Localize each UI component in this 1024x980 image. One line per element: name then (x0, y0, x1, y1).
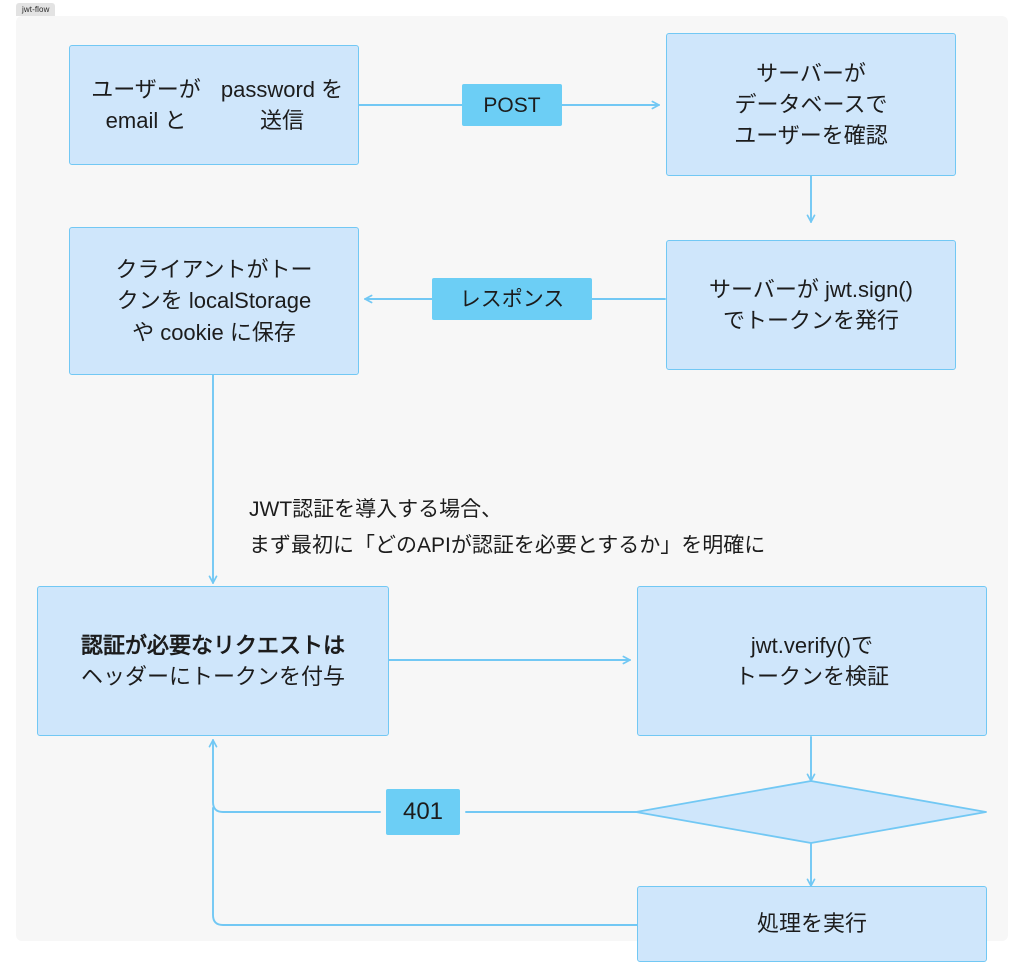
edge-n8-n5 (212, 807, 638, 926)
node-user-submit[interactable]: ユーザーが email と password を送信 (69, 45, 359, 165)
node-client-store-token-line-2: や cookie に保存 (132, 319, 296, 345)
node-user-submit-line-1: password を送信 (220, 76, 344, 133)
edge-n7-n5-b (208, 739, 381, 813)
node-jwt-verify-line-0: jwt.verify()で (750, 632, 874, 658)
decision-diamond-shape (635, 780, 987, 844)
node-auth-required-request[interactable]: 認証が必要なリクエストは ヘッダーにトークンを付与 (37, 586, 389, 736)
node-client-store-token-line-1: クンを localStorage (116, 288, 312, 314)
node-decision-diamond[interactable] (635, 780, 987, 844)
annotation-line-0: JWT認証を導入する場合、 (249, 498, 503, 521)
node-jwt-verify[interactable]: jwt.verify()で トークンを検証 (637, 586, 987, 736)
node-execute-process[interactable]: 処理を実行 (637, 886, 987, 962)
node-jwt-verify-line-1: トークンを検証 (734, 664, 889, 689)
node-auth-required-request-line-1: ヘッダーにトークンを付与 (80, 664, 345, 689)
node-server-verify-db-line-0: サーバーが (756, 60, 866, 86)
node-server-sign-token-line-1: でトークンを発行 (722, 308, 899, 333)
annotation-line-1: まず最初に「どのAPIが認証を必要とするか」を明確に (249, 534, 766, 558)
edge-label-401: 401 (386, 789, 460, 835)
node-client-store-token[interactable]: クライアントがトー クンを localStorage や cookie に保存 (69, 227, 359, 375)
node-user-submit-line-0: ユーザーが email と (91, 76, 201, 133)
edge-label-response: レスポンス (432, 278, 592, 320)
node-auth-required-request-line-0: 認証が必要なリクエストは (80, 632, 345, 658)
node-server-sign-token[interactable]: サーバーが jwt.sign() でトークンを発行 (666, 240, 956, 370)
node-server-sign-token-line-0: サーバーが jwt.sign() (709, 276, 913, 302)
node-server-verify-db-line-2: ユーザーを確認 (734, 123, 888, 149)
node-server-verify-db[interactable]: サーバーが データベースで ユーザーを確認 (666, 33, 956, 176)
annotation-text: JWT認証を導入する場合、 まず最初に「どのAPIが認証を必要とするか」を明確に (249, 492, 765, 564)
node-client-store-token-line-0: クライアントがトー (115, 257, 313, 283)
edge-label-post: POST (462, 84, 562, 126)
node-server-verify-db-line-1: データベースで (734, 91, 888, 117)
tab-label[interactable]: jwt-flow (16, 3, 56, 16)
node-execute-process-line-0: 処理を実行 (756, 911, 867, 937)
